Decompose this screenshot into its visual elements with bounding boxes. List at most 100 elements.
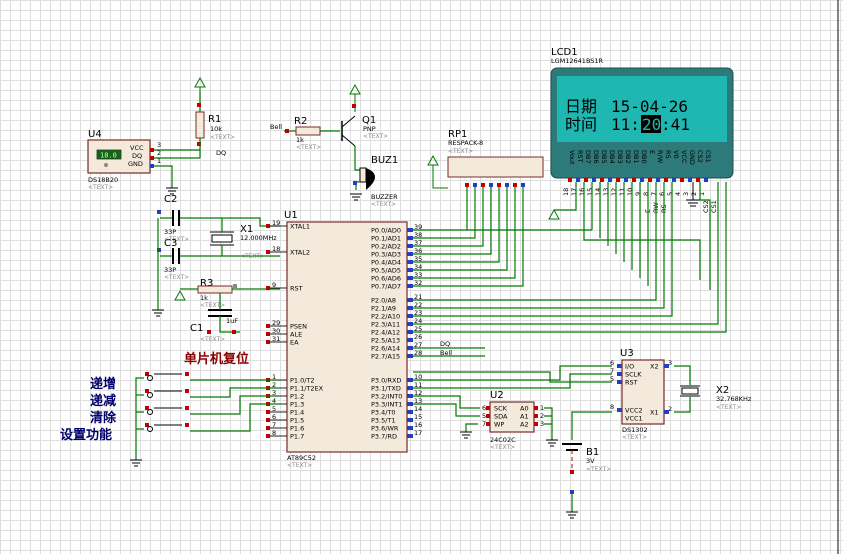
u1-pin-name: XTAL1 — [290, 223, 310, 231]
ground-symbol — [460, 431, 472, 439]
x2-crystal[interactable] — [680, 385, 700, 397]
u2-pin-number: 2 — [540, 412, 544, 420]
u1-pin-marker — [407, 322, 413, 326]
r1-pin-marker — [197, 103, 201, 107]
lcd-pin-number: 10 — [626, 188, 634, 196]
u1-pin-marker — [266, 324, 270, 328]
u1-pin-marker — [407, 284, 413, 288]
u3-pin-name: X2 — [650, 363, 659, 371]
b1-pin-marker — [570, 490, 574, 494]
u1-pin-name: P0.5/AD5 — [371, 267, 401, 275]
buzzer[interactable] — [359, 167, 375, 190]
lcd-pin-number: 3 — [682, 192, 690, 196]
lcd-cursor-block — [641, 115, 661, 133]
c3-ref: C3 — [164, 238, 177, 249]
button-clear[interactable] — [145, 406, 189, 415]
x1-ref: X1 — [240, 224, 253, 235]
reset-pin-marker — [232, 330, 236, 334]
u1-pin-number: 1 — [272, 373, 276, 381]
u3-ref: U3 — [620, 348, 634, 359]
c1-capacitor[interactable] — [208, 309, 232, 317]
u3-pin-number: 8 — [610, 403, 614, 411]
r3-pin-marker — [233, 284, 237, 288]
reset-label: 单片机复位 — [184, 351, 249, 367]
u1-body[interactable] — [286, 221, 408, 453]
ground-symbol — [152, 309, 164, 317]
u1-pin-number: 29 — [272, 319, 280, 327]
lcd-pin-marker — [592, 178, 596, 182]
x1-crystal[interactable] — [210, 231, 234, 246]
u4-pin-num-2: 2 — [157, 149, 161, 157]
u4-pin-marker — [150, 164, 154, 168]
u3-part: DS1302 — [622, 426, 648, 434]
u2-pin-number: 7 — [482, 420, 486, 428]
rp1-body[interactable] — [447, 156, 544, 178]
u1-pin-name: P0.1/AD1 — [371, 235, 401, 243]
u3-pin-marker — [664, 410, 669, 414]
u1-pin-marker — [266, 434, 270, 438]
lcd-line1-value: 15-04-26 — [611, 97, 688, 116]
r3-body[interactable] — [197, 285, 233, 294]
button-decrement[interactable] — [145, 389, 189, 398]
u1-pin-marker — [407, 298, 413, 302]
u2-pin-number: 6 — [482, 404, 486, 412]
b1-value: 3V — [586, 457, 595, 465]
u1-pin-name: P2.4/A12 — [371, 329, 400, 337]
u1-pin-number: 9 — [272, 281, 276, 289]
lcd-pin-label: DB2 — [624, 150, 632, 164]
u1-pin-number: 5 — [272, 405, 276, 413]
u4-ds18b20[interactable]: 18.0 VCC DQ GND 3 2 1 U4 DS18B20 <TEXT> — [87, 129, 161, 191]
u3-pin-name: I/O — [625, 363, 634, 371]
u1-pin-name: P3.0/RXD — [371, 377, 401, 385]
lcd-pin-label: VCC — [680, 150, 688, 164]
lcd-pin-label: DB5 — [600, 150, 608, 164]
u1-pin-number: 39 — [414, 223, 422, 231]
u1-pin-number: 12 — [414, 389, 422, 397]
u1-pin-number: 6 — [272, 413, 276, 421]
u1-net-bell: Bell — [440, 349, 452, 357]
lcd-ground — [686, 182, 700, 207]
u2-pin-name: SCK — [494, 405, 508, 413]
lcd-part: LGM12641BS1R — [551, 57, 604, 65]
u1-pin-number: 28 — [414, 349, 422, 357]
u1-pin-number: 26 — [414, 333, 422, 341]
b1-battery[interactable] — [562, 443, 582, 451]
lcd-pin-label: CS1 — [704, 150, 712, 163]
u1-pin-number: 31 — [272, 335, 280, 343]
lcd-line2-ss: :41 — [661, 115, 690, 134]
lcd-pin-label: R/W — [656, 150, 664, 164]
u1-pin-marker — [266, 418, 270, 422]
c3-capacitor[interactable] — [172, 248, 180, 264]
u2-pin-name: SDA — [494, 413, 508, 421]
u1-pin-name: P1.0/T2 — [290, 377, 315, 385]
u1-pin-marker — [407, 386, 413, 390]
x1-text: <TEXT> — [240, 253, 265, 260]
u1-pin-name: P2.6/A14 — [371, 345, 400, 353]
button-wires — [190, 379, 280, 432]
r2-body[interactable] — [295, 126, 321, 136]
button-settings[interactable] — [145, 423, 189, 432]
c1-text: <TEXT> — [200, 336, 225, 343]
r1-body[interactable] — [195, 111, 205, 139]
q1-transistor[interactable] — [341, 115, 356, 147]
ground-symbol — [130, 459, 142, 467]
button-label-clear: 清除 — [90, 410, 117, 426]
q1-power-symbol — [349, 83, 361, 112]
u3-body[interactable] — [621, 359, 665, 425]
c1-ref: C1 — [190, 323, 203, 334]
lcd-pin-number: 6 — [658, 192, 666, 196]
u3-pin-name: VCC2 — [625, 407, 643, 415]
r1-value: 10k — [210, 125, 222, 133]
rp1-pins — [465, 183, 525, 187]
c1-wires — [219, 293, 240, 333]
u4-pin-num-1: 1 — [157, 157, 161, 165]
c2-capacitor[interactable] — [172, 210, 180, 226]
u2-pin-name: A0 — [520, 405, 529, 413]
u4-part: DS18B20 — [88, 176, 118, 184]
u1-pin-name: P1.6 — [290, 425, 304, 433]
u1-pin-marker — [266, 224, 270, 228]
c2-value: 33P — [164, 228, 176, 236]
u2-pin-name: WP — [494, 421, 504, 429]
button-increment[interactable] — [145, 372, 189, 381]
u2-ref: U2 — [490, 390, 504, 401]
